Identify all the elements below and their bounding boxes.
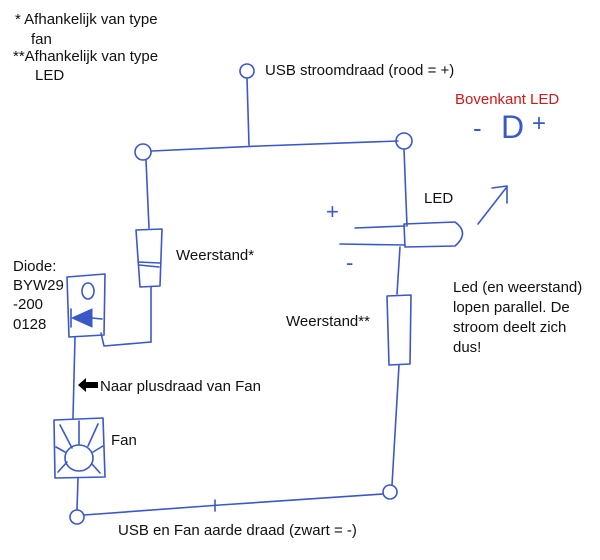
bottom-left-node — [69, 509, 85, 525]
led-to-resistor-wire — [396, 246, 401, 295]
parallel-note-line-1: Led (en weerstand) — [453, 279, 583, 296]
led-label: LED — [424, 190, 454, 207]
parallel-note-line-4: dus! — [453, 339, 482, 356]
diode-label-line-4: 0128 — [13, 316, 47, 333]
diode-to-fan-wire — [72, 336, 76, 419]
fan-plus-arrow-icon — [78, 378, 98, 392]
led-minus-mark: - — [346, 250, 354, 275]
wire-to-diode — [100, 332, 152, 347]
led-bottom-lead — [339, 243, 406, 246]
led-top-view-letter: D — [501, 109, 525, 145]
diode-symbol — [70, 308, 93, 328]
resistor-1-label: Weerstand* — [176, 247, 255, 264]
parallel-note-line-3: stroom deelt zich — [453, 319, 567, 336]
usb-power-lead — [246, 77, 250, 146]
resistor-1 — [135, 228, 163, 288]
resistor-2-bottom-lead — [391, 364, 400, 486]
resistor-2-label: Weerstand** — [286, 313, 370, 330]
parallel-note-line-2: lopen parallel. De — [453, 299, 570, 316]
bottom-right-node — [382, 484, 398, 500]
led-top-view-title: Bovenkant LED — [455, 91, 560, 108]
note-2-line-2: LED — [35, 67, 65, 84]
fan-ground-lead — [76, 477, 79, 511]
top-wire — [151, 140, 399, 152]
usb-power-label: USB stroomdraad (rood = +) — [265, 62, 455, 79]
led-top-lead — [354, 225, 406, 229]
note-1-line-2: fan — [31, 31, 52, 48]
fan-label: Fan — [111, 432, 137, 449]
ground-wire-label: USB en Fan aarde draad (zwart = -) — [118, 522, 357, 539]
usb-power-terminal — [239, 63, 255, 79]
led-emission-arrow — [477, 185, 508, 225]
led-plus-mark: + — [326, 199, 339, 224]
fan-frame — [53, 417, 106, 479]
left-branch-wire — [145, 159, 150, 229]
resistor-2 — [386, 294, 412, 366]
led-top-view-plus: + — [532, 110, 547, 137]
diode-label-line-1: Diode: — [13, 258, 57, 275]
ground-wire — [83, 493, 384, 516]
led-body — [403, 221, 464, 248]
led-top-view-minus: - — [473, 113, 482, 143]
top-left-node — [134, 143, 152, 161]
diode-hole — [81, 282, 95, 300]
note-2-line-1: **Afhankelijk van type — [13, 48, 159, 65]
diode-label-line-2: BYW29 — [13, 277, 64, 294]
fan-blades — [55, 420, 104, 474]
diode-body — [66, 273, 106, 338]
fan-plus-wire-label: Naar plusdraad van Fan — [100, 378, 261, 395]
diode-symbol-line — [70, 308, 103, 328]
right-branch-wire — [403, 148, 408, 227]
fan-hub — [64, 444, 94, 472]
diode-label-line-3: -200 — [13, 296, 44, 313]
resistor-1-band — [137, 261, 161, 268]
note-1-line-1: * Afhankelijk van type — [15, 11, 158, 28]
